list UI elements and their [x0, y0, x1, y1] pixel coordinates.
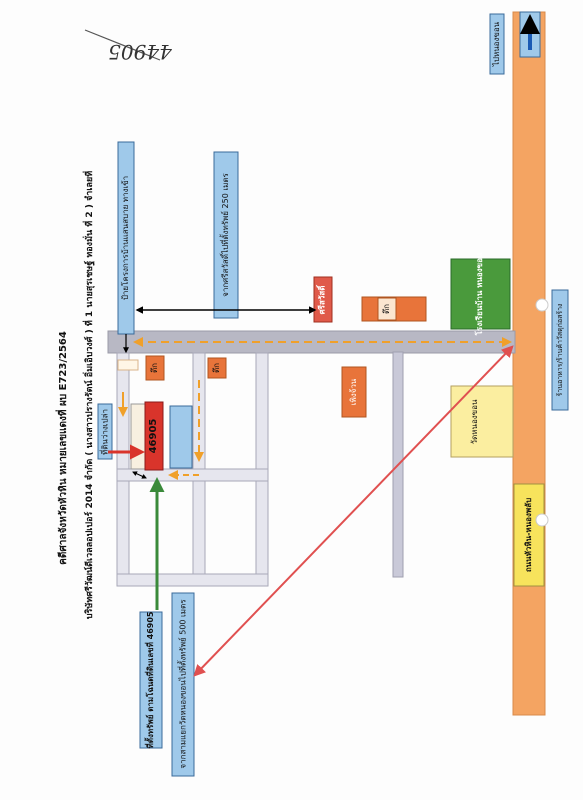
distance-500-box: [171, 592, 195, 777]
small-sign-box: [117, 359, 139, 371]
vacant-land-label: ที่ดินว่างเปล่า: [100, 408, 110, 456]
building-1: [145, 355, 165, 381]
parcel-blue-lot: [169, 405, 193, 469]
pean-juan-label: เพิงจ้วน: [349, 378, 358, 406]
building-3-inner: [377, 297, 397, 321]
vacant-land-pointer: [132, 471, 147, 479]
handwritten-stroke: [84, 29, 161, 61]
school-label: โรงเรียนบ้าน หนองขอน: [475, 252, 484, 336]
building-label-2: ตึก: [212, 362, 221, 374]
village-road-bottom: [116, 573, 269, 587]
punch-hole-bottom: [535, 513, 549, 527]
parcel-white-lot: [130, 403, 146, 470]
property-location-box: [139, 611, 163, 749]
building-label-3: ตึก: [382, 303, 391, 315]
distance-arrow-500: [193, 345, 514, 677]
distance-250-label: จากศรีสวัสดิ์ไปที่ตั้งทรัพย์ 250 เมตร: [221, 173, 230, 297]
sri-sawat-label: ศรีสวัสดิ์: [317, 285, 327, 315]
school-box: [450, 258, 511, 330]
building-label-1: ตึก: [150, 362, 159, 374]
project-sign-label: ป้ายโครงการบ้านแสนสบาย ทางเข้า: [121, 175, 130, 301]
main-road: [512, 11, 546, 716]
distance-500-label: จากสามแยกวัดหนองขอนไปที่ตั้งทรัพย์ 500 เ…: [178, 599, 188, 769]
punch-hole-top: [535, 298, 549, 312]
village-road-left: [116, 352, 130, 577]
map-title-line-2: บริษัทศรีวัฒน์ดีเวลลอปเปอร์ 2014 จำกัด (…: [84, 170, 95, 620]
to-branch-box: [551, 289, 569, 411]
main-road-label: ถนนหัวหิน-หนองพลับ: [524, 497, 533, 573]
to-branch-label: ร้านอาหาร/ร้านค้าวัสดุก่อสร้าง: [555, 303, 564, 397]
parcel-46905-lot: [144, 401, 164, 471]
to-nong-khon-box: [489, 13, 505, 75]
property-location-label: ที่ตั้งทรัพย์ ตามโฉนดที่ดินเลขที่ 46905: [146, 611, 155, 749]
to-nong-khon-label: ไปหนองขอน: [492, 21, 501, 67]
sri-sawat-box: [313, 276, 333, 323]
temple-label: วัดหนองขอน: [470, 399, 479, 445]
vacant-land-box: [97, 403, 113, 460]
temple-box: [450, 385, 514, 458]
map-title-line-1: คดีศาลจังหวัดหัวหิน หมายเลขแดงที่ ผบ E72…: [58, 331, 69, 565]
main-road-label-box: [513, 483, 545, 587]
parcel-number-label: 46905: [148, 418, 159, 454]
distance-250-box: [213, 151, 239, 319]
handwritten-number: 44905: [108, 40, 172, 64]
